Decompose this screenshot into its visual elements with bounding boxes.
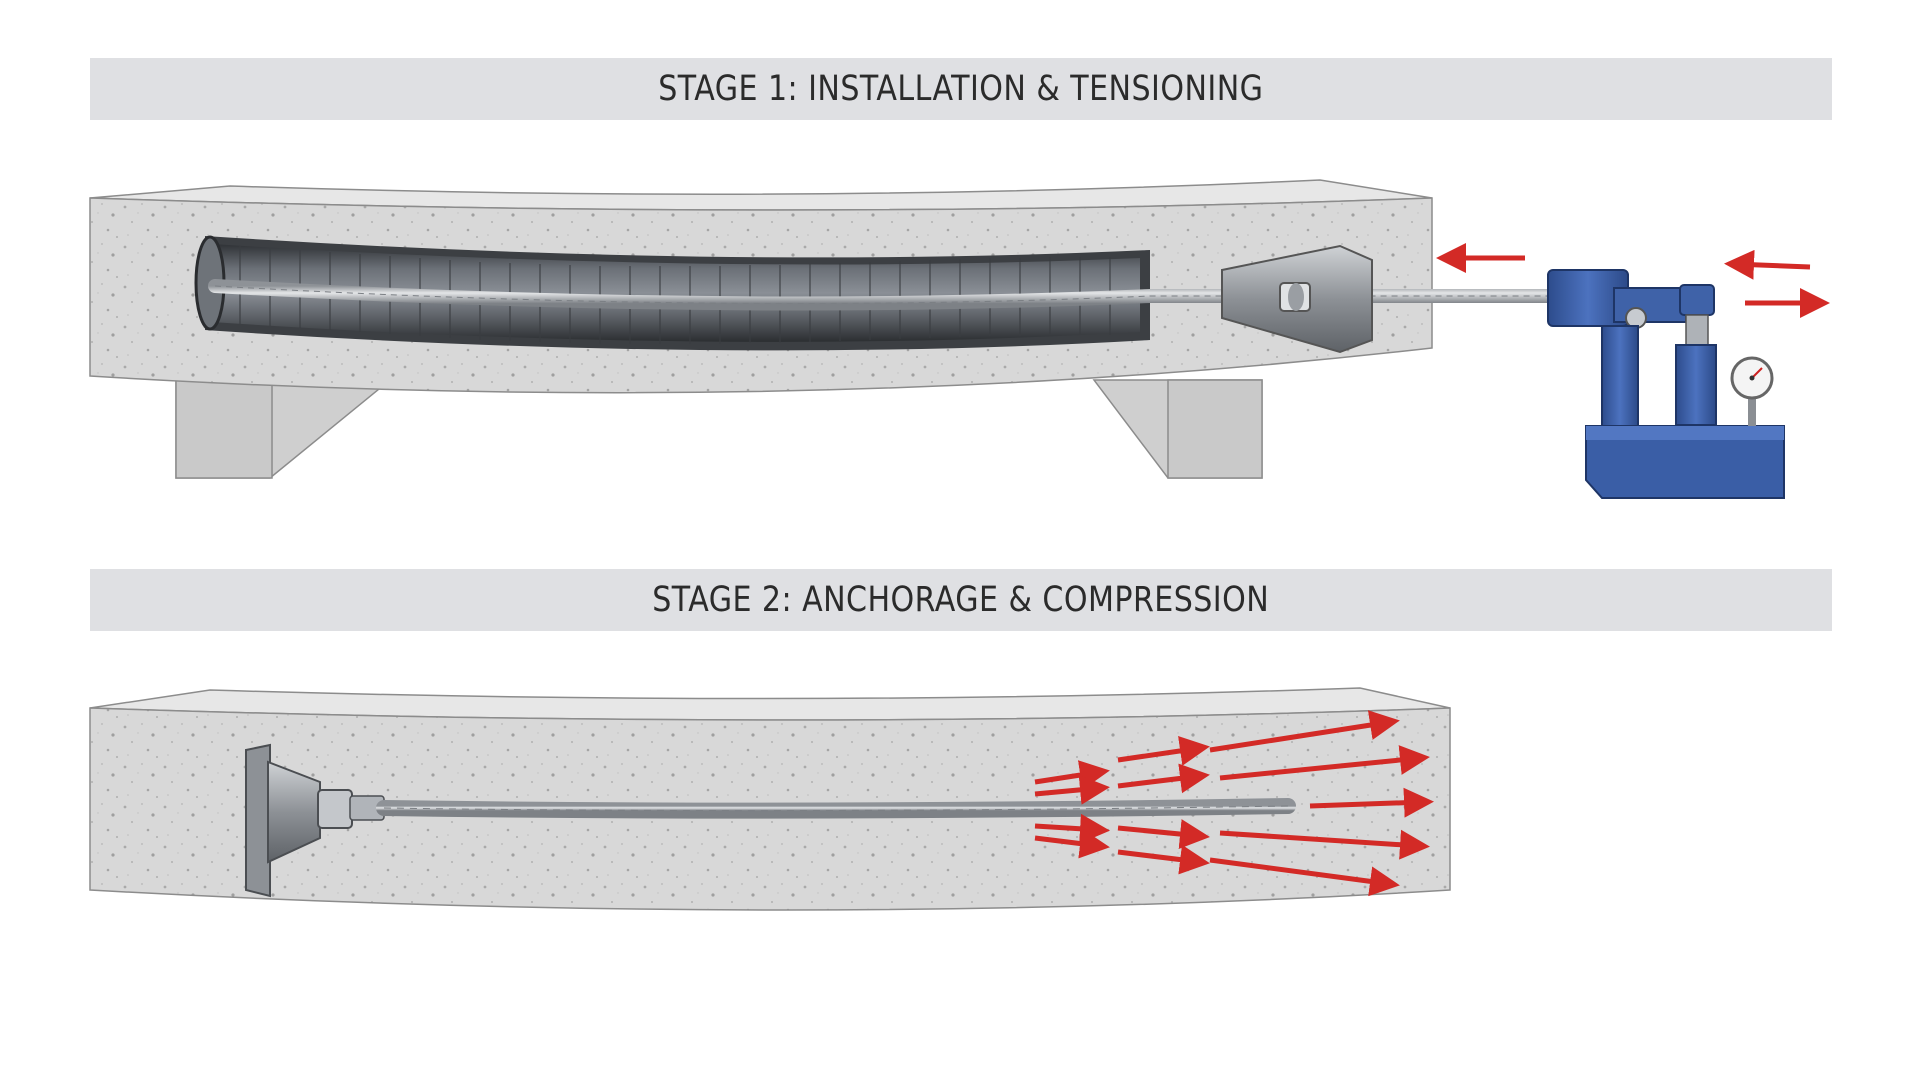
tensioning-jack-icon xyxy=(1547,269,1785,499)
stage-2-title: STAGE 2: ANCHORAGE & COMPRESSION xyxy=(652,580,1270,620)
wedge-anchor-icon xyxy=(1221,244,1373,354)
stage-2-scene xyxy=(89,687,1451,911)
duct-cutaway xyxy=(194,235,1150,351)
stage-1-scene xyxy=(89,179,1830,499)
pressure-gauge-icon xyxy=(1730,356,1774,426)
support-block-right xyxy=(1092,379,1263,479)
tension-arrows xyxy=(1436,243,1830,318)
stage-2-banner: STAGE 2: ANCHORAGE & COMPRESSION xyxy=(90,569,1832,631)
anchor-plate-icon xyxy=(245,743,385,898)
stage-1-banner: STAGE 1: INSTALLATION & TENSIONING xyxy=(90,58,1832,120)
stage-1-title: STAGE 1: INSTALLATION & TENSIONING xyxy=(658,69,1264,109)
pull-arrow-upper xyxy=(1724,249,1811,280)
tendon-strand-stage-1 xyxy=(208,279,1567,311)
support-block-left xyxy=(175,379,393,479)
compression-arrows xyxy=(1034,710,1434,897)
